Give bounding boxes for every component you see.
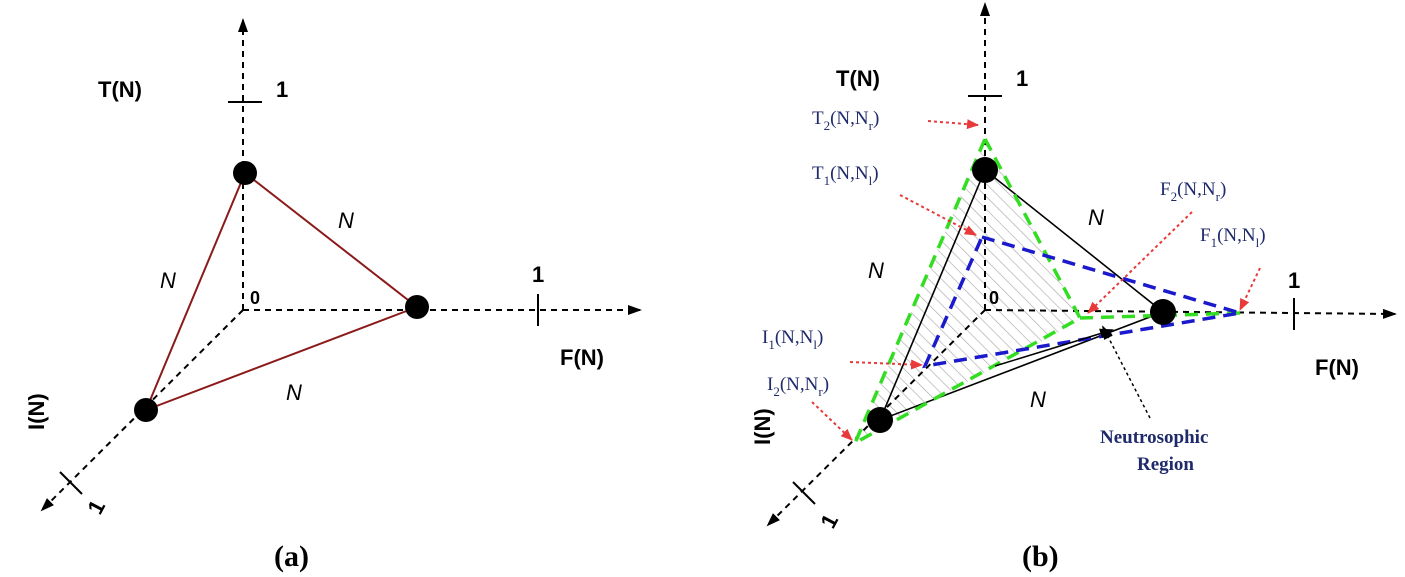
f-tick-label: 1	[1288, 268, 1300, 293]
triangle-edge-it	[145, 172, 246, 411]
arrow-region-fi	[994, 328, 1114, 367]
vertex-f	[405, 295, 429, 319]
i-tick-label: 1	[815, 510, 843, 533]
triangle-edge-tf	[984, 169, 1164, 313]
arrow-f2	[1087, 211, 1193, 314]
t-axis-label: T(N)	[836, 66, 880, 91]
hatched-region	[855, 139, 1240, 443]
label-i2: I2(N,Nr)	[767, 374, 829, 399]
arrow-region	[1102, 325, 1151, 419]
label-i1: I1(N,Nl)	[762, 327, 823, 352]
label-f1: F1(N,Nl)	[1200, 225, 1266, 250]
f-axis-label: F(N)	[1315, 355, 1359, 380]
triangle-edge-it	[879, 169, 986, 421]
i-axis-label: I(N)	[24, 393, 49, 430]
vertex-i	[134, 398, 158, 422]
region-label-line1: Neutrosophic	[1100, 427, 1208, 448]
triangle-edge-tf	[244, 172, 418, 308]
i-tick	[792, 481, 816, 505]
vertex-f	[1150, 299, 1176, 325]
edge-label-tf: N	[338, 208, 354, 233]
t-axis-label: T(N)	[98, 77, 142, 102]
caption-a: (a)	[274, 540, 309, 573]
triangle-edge-fi	[145, 306, 418, 411]
t-tick-label: 1	[276, 77, 288, 102]
panel-a: T(N) 1 1 F(N) 0 I(N) 1 N N N (a)	[24, 18, 642, 573]
arrow-i1	[849, 359, 923, 370]
edge-label-fi: N	[286, 380, 302, 405]
edge-label-it: N	[160, 268, 176, 293]
origin-label: 0	[989, 288, 999, 308]
arrow-t1	[899, 194, 977, 236]
vertex-t	[972, 157, 998, 183]
label-t2: T2(N,Nr)	[812, 108, 879, 133]
region-label-line2: Region	[1137, 454, 1194, 475]
triangle-edge-fi	[879, 311, 1164, 421]
panel-b: T(N) 1 1 F(N) 0 I(N) 1 N N N	[750, 2, 1397, 573]
vertex-i	[867, 407, 893, 433]
label-t1: T1(N,Nl)	[812, 163, 879, 188]
vertex-t	[233, 161, 257, 185]
i-tick	[59, 471, 83, 495]
label-f2: F2(N,Nr)	[1160, 179, 1226, 204]
caption-b: (b)	[1022, 540, 1059, 573]
arrow-f1	[1239, 267, 1261, 311]
green-dashed-f-extension	[1079, 311, 1241, 320]
edge-label-it: N	[868, 258, 884, 283]
origin-label: 0	[250, 288, 260, 308]
f-tick-label: 1	[532, 262, 544, 287]
i-axis	[40, 309, 244, 512]
i-axis-label: I(N)	[750, 408, 775, 445]
arrow-i2	[811, 401, 853, 441]
arrow-t2	[927, 119, 979, 130]
i-axis	[766, 309, 986, 527]
t-tick-label: 1	[1016, 66, 1028, 91]
i-tick-label: 1	[82, 496, 110, 519]
f-axis	[984, 308, 1397, 319]
edge-label-fi: N	[1030, 387, 1046, 412]
f-axis-label: F(N)	[560, 345, 604, 370]
edge-label-tf: N	[1088, 205, 1104, 230]
